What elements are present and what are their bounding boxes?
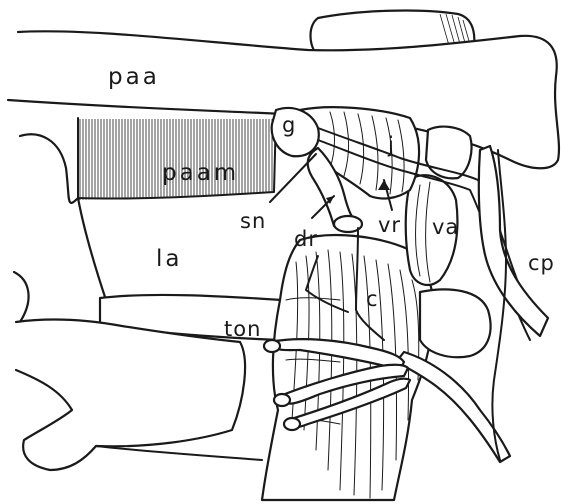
right-oval	[420, 289, 491, 357]
label-cp: cp	[528, 251, 555, 275]
sn-pointer	[270, 154, 316, 202]
ton-nerve-3-end	[284, 418, 300, 430]
label-j: j	[387, 133, 395, 157]
label-c: c	[366, 287, 379, 311]
label-dr: dr	[294, 227, 318, 251]
label-paam: paam	[162, 160, 239, 186]
label-vr: vr	[378, 213, 401, 237]
label-sn: sn	[240, 209, 266, 233]
ton-nerve-2-end	[274, 394, 290, 406]
ton-nerve-1-end	[264, 340, 280, 352]
label-ton: ton	[224, 317, 261, 341]
label-paa: paa	[108, 64, 160, 90]
lower-left-bone	[16, 319, 245, 470]
lower-left-inner	[96, 446, 262, 460]
label-va: va	[432, 215, 459, 239]
label-la: la	[156, 246, 182, 272]
label-g: g	[282, 113, 296, 137]
cp-process	[479, 146, 548, 336]
